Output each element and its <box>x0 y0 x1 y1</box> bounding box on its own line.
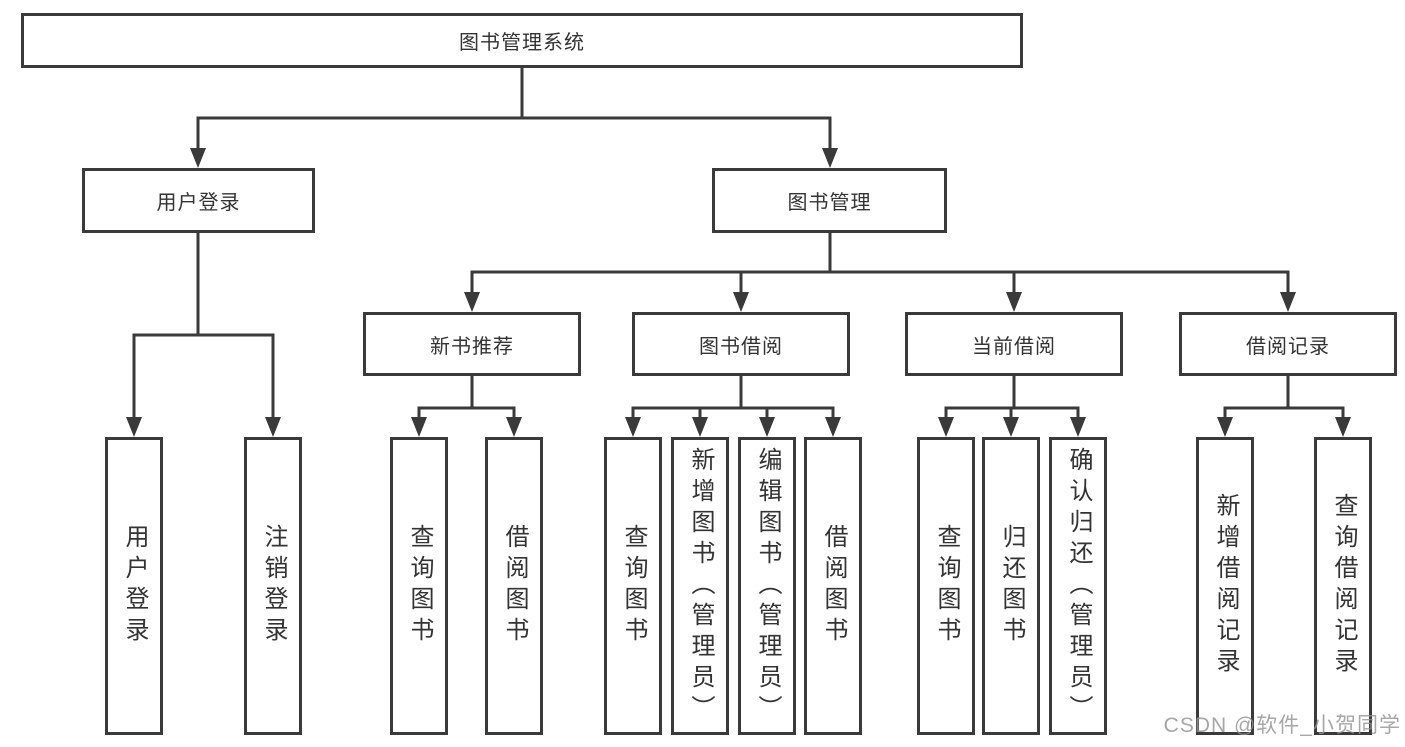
node-book-management: 图书管理 <box>712 168 947 233</box>
leaf-query-book-3: 查询图书 <box>917 437 975 735</box>
leaf-logout-label: 注销登录 <box>260 524 287 648</box>
leaf-add-book-label: 新增图书（管理员） <box>687 446 714 726</box>
leaf-return-book-label: 归还图书 <box>998 524 1025 648</box>
node-borrow-record-label: 借阅记录 <box>1246 335 1330 358</box>
csdn-watermark: CSDN @软件_小贺同学 <box>1163 714 1401 737</box>
leaf-borrow-book-1: 借阅图书 <box>485 437 543 735</box>
leaf-borrow-book-1-label: 借阅图书 <box>501 524 528 648</box>
leaf-user-login-label: 用户登录 <box>121 524 148 648</box>
leaf-confirm-return-label: 确认归还（管理员） <box>1065 446 1092 726</box>
leaf-add-borrow-record-label: 新增借阅记录 <box>1212 493 1239 679</box>
node-current-borrow-label: 当前借阅 <box>972 335 1056 358</box>
node-book-management-label: 图书管理 <box>787 192 872 214</box>
leaf-edit-book-label: 编辑图书（管理员） <box>754 446 781 726</box>
leaf-confirm-return: 确认归还（管理员） <box>1049 437 1107 735</box>
leaf-return-book: 归还图书 <box>982 437 1040 735</box>
leaf-add-borrow-record: 新增借阅记录 <box>1196 437 1254 735</box>
leaf-edit-book: 编辑图书（管理员） <box>738 437 796 735</box>
node-new-book-recommend: 新书推荐 <box>363 312 581 376</box>
node-book-borrow: 图书借阅 <box>632 312 850 376</box>
leaf-query-book-1-label: 查询图书 <box>406 524 433 648</box>
leaf-add-book: 新增图书（管理员） <box>671 437 729 735</box>
leaf-borrow-book-2-label: 借阅图书 <box>820 524 847 648</box>
node-user-login-label: 用户登录 <box>156 192 241 214</box>
leaf-query-book-2: 查询图书 <box>604 437 662 735</box>
leaf-logout: 注销登录 <box>244 437 302 735</box>
leaf-query-book-2-label: 查询图书 <box>620 524 647 648</box>
node-new-book-recommend-label: 新书推荐 <box>430 335 514 358</box>
node-book-borrow-label: 图书借阅 <box>699 335 783 358</box>
leaf-query-borrow-record-label: 查询借阅记录 <box>1330 493 1357 679</box>
node-user-login: 用户登录 <box>82 168 315 233</box>
leaf-user-login: 用户登录 <box>105 437 163 735</box>
leaf-query-book-1: 查询图书 <box>390 437 448 735</box>
node-current-borrow: 当前借阅 <box>905 312 1123 376</box>
node-root: 图书管理系统 <box>21 13 1023 68</box>
leaf-query-borrow-record: 查询借阅记录 <box>1314 437 1372 735</box>
node-borrow-record: 借阅记录 <box>1179 312 1397 376</box>
node-root-label: 图书管理系统 <box>459 32 585 54</box>
leaf-query-book-3-label: 查询图书 <box>933 524 960 648</box>
leaf-borrow-book-2: 借阅图书 <box>804 437 862 735</box>
